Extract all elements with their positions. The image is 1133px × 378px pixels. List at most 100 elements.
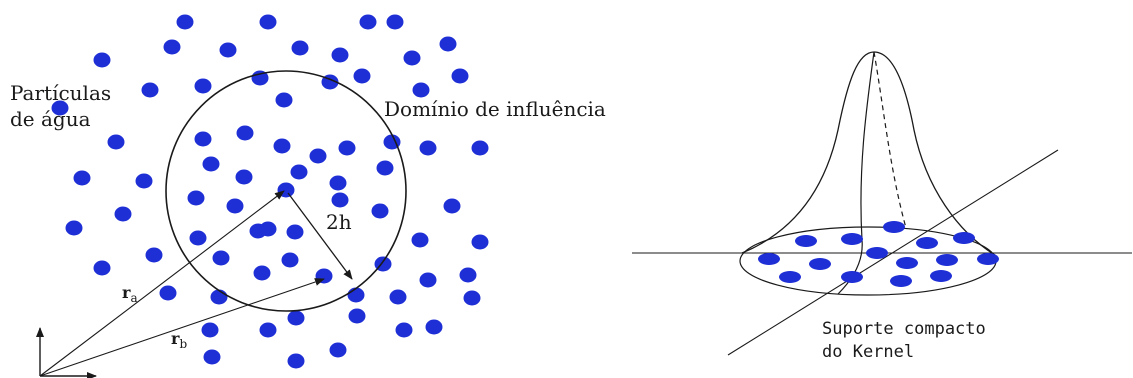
kernel-particle (841, 233, 863, 245)
water-particle (459, 267, 477, 283)
compact-support-label-line1: Suporte compacto (822, 319, 986, 339)
kernel-particle (953, 232, 975, 244)
right-panel-kernel: Suporte compacto do Kernel (632, 51, 1132, 362)
vector-ra-subscript: a (130, 291, 137, 305)
water-particle (290, 164, 308, 180)
kernel-particle (916, 237, 938, 249)
water-particles-label-line2: de água (10, 107, 91, 131)
vector-ra-label: ra (122, 283, 138, 305)
kernel-particle (936, 254, 958, 266)
water-particle (201, 322, 219, 338)
kernel-particle (841, 271, 863, 283)
water-particle (443, 198, 461, 214)
kernel-particle (930, 270, 952, 282)
water-particle (253, 265, 271, 281)
vector-rb-label: rb (171, 329, 187, 351)
water-particle (145, 247, 163, 263)
water-particle (287, 353, 305, 369)
water-particle (273, 138, 291, 154)
water-particle (236, 125, 254, 141)
water-particle (329, 342, 347, 358)
kernel-particle (779, 271, 801, 283)
vector-ra-base: r (122, 283, 131, 302)
water-particle (371, 203, 389, 219)
water-particle (194, 131, 212, 147)
water-particle (93, 52, 111, 68)
water-particle (135, 173, 153, 189)
kernel-particle (809, 258, 831, 270)
position-vector-rb (39, 278, 325, 377)
water-particle (348, 308, 366, 324)
water-particle (114, 206, 132, 222)
water-particle (210, 289, 228, 305)
radius-arrow (287, 192, 353, 280)
water-particle (226, 198, 244, 214)
water-particle (412, 82, 430, 98)
water-particle (376, 160, 394, 176)
kernel-back-curve-dashed (873, 51, 907, 229)
water-particle (291, 40, 309, 56)
kernel-particle (977, 253, 999, 265)
water-particle (331, 47, 349, 63)
water-particle (194, 78, 212, 94)
water-particle (383, 134, 401, 150)
water-particles-group (51, 14, 489, 369)
water-particle (389, 289, 407, 305)
water-particle (277, 182, 295, 198)
kernel-particles-group (758, 221, 999, 287)
influence-domain-label: Domínio de influência (384, 97, 606, 121)
water-particle (212, 250, 230, 266)
water-particle (403, 50, 421, 66)
water-particle (329, 175, 347, 191)
compact-support-label-line2: do Kernel (822, 342, 914, 362)
water-particle (309, 148, 327, 164)
water-particle (359, 14, 377, 30)
influence-domain-circle (165, 70, 407, 312)
water-particle (107, 134, 125, 150)
radius-label: 2h (326, 210, 352, 234)
water-particle (163, 39, 181, 55)
water-particle (439, 36, 457, 52)
water-particle (259, 322, 277, 338)
water-particle (219, 42, 237, 58)
water-particle (259, 221, 277, 237)
water-particle (275, 92, 293, 108)
water-particle (93, 260, 111, 276)
water-particle (287, 310, 305, 326)
water-particle (419, 272, 437, 288)
kernel-particle (795, 235, 817, 247)
diagonal-axis-line (727, 149, 1059, 356)
water-particle (411, 232, 429, 248)
water-particle (338, 140, 356, 156)
water-particle (281, 252, 299, 268)
water-particle (419, 140, 437, 156)
water-particle (259, 14, 277, 30)
water-particle (451, 68, 469, 84)
water-particle (386, 14, 404, 30)
water-particle (471, 234, 489, 250)
water-particle (395, 322, 413, 338)
kernel-bell-outline (741, 51, 996, 256)
left-panel-particle-domain: Partículas de água Domínio de influência… (10, 14, 606, 378)
water-particle (286, 224, 304, 240)
position-vector-ra (39, 190, 285, 377)
water-particle (141, 82, 159, 98)
vector-rb-base: r (171, 329, 180, 348)
water-particle (203, 349, 221, 365)
water-particle (65, 220, 83, 236)
water-particle (425, 319, 443, 335)
water-particle (471, 140, 489, 156)
kernel-particle (890, 275, 912, 287)
kernel-particle (866, 247, 888, 259)
water-particle (331, 192, 349, 208)
kernel-particle (883, 221, 905, 233)
kernel-particle (896, 257, 918, 269)
water-particle (463, 290, 481, 306)
water-particles-label-line1: Partículas (10, 81, 111, 105)
water-particle (73, 170, 91, 186)
kernel-particle (758, 253, 780, 265)
water-particle (347, 287, 365, 303)
water-particle (235, 169, 253, 185)
vector-rb-subscript: b (179, 337, 187, 351)
